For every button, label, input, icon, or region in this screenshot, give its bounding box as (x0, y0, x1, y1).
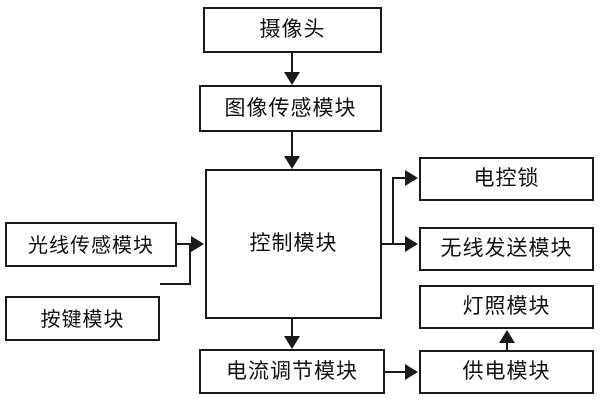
node-power-supply-module: 供电模块 (419, 350, 594, 394)
node-lighting-module-label: 灯照模块 (462, 294, 551, 319)
edge-button-to-control-horizontal-line (160, 283, 191, 285)
edge-control-to-current-regulation-arrowhead (284, 336, 300, 349)
edge-control-right-bus-vertical (392, 177, 394, 245)
edge-light-sensing-to-control-line (177, 243, 192, 245)
node-current-regulation-module: 电流调节模块 (199, 349, 385, 394)
edge-image-sensing-to-control-line (291, 132, 293, 157)
node-lighting-module: 灯照模块 (419, 285, 594, 329)
node-wireless-transmit-module-label: 无线发送模块 (440, 236, 573, 261)
node-light-sensing-module-label: 光线传感模块 (28, 232, 154, 257)
edge-control-to-right-bus-stub (382, 243, 394, 245)
edge-camera-to-image-sensing-line (291, 53, 293, 74)
node-control-module: 控制模块 (205, 169, 382, 319)
edge-image-sensing-to-control-arrowhead (284, 156, 300, 169)
node-button-module: 按键模块 (5, 296, 160, 341)
node-wireless-transmit-module: 无线发送模块 (419, 227, 594, 271)
node-light-sensing-module: 光线传感模块 (5, 222, 177, 267)
edge-control-to-wireless-arrowhead (405, 236, 418, 252)
edge-current-regulation-to-power-arrowhead (405, 364, 418, 380)
node-electric-lock: 电控锁 (419, 157, 594, 201)
node-power-supply-module-label: 供电模块 (462, 359, 551, 384)
node-electric-lock-label: 电控锁 (473, 166, 540, 191)
node-image-sensing-module-label: 图像传感模块 (224, 95, 357, 120)
node-control-module-label: 控制模块 (249, 231, 338, 256)
edge-current-regulation-to-power-line (385, 371, 406, 373)
edge-camera-to-image-sensing-arrowhead (284, 72, 300, 85)
node-button-module-label: 按键模块 (40, 306, 125, 331)
edge-button-to-control-vertical-line (189, 244, 191, 285)
edge-control-to-electric-lock-arrowhead (405, 170, 418, 186)
edge-power-to-lighting-arrowhead (499, 330, 515, 343)
edge-control-to-electric-lock-line (392, 177, 406, 179)
edge-light-sensing-to-control-arrowhead (191, 236, 204, 252)
node-image-sensing-module: 图像传感模块 (199, 85, 382, 132)
edge-control-to-wireless-line (392, 243, 406, 245)
node-camera: 摄像头 (203, 7, 382, 53)
node-current-regulation-module-label: 电流调节模块 (226, 358, 358, 383)
edge-power-to-lighting-line (506, 342, 508, 352)
edge-control-to-current-regulation-line (291, 319, 293, 338)
node-camera-label: 摄像头 (259, 17, 326, 42)
